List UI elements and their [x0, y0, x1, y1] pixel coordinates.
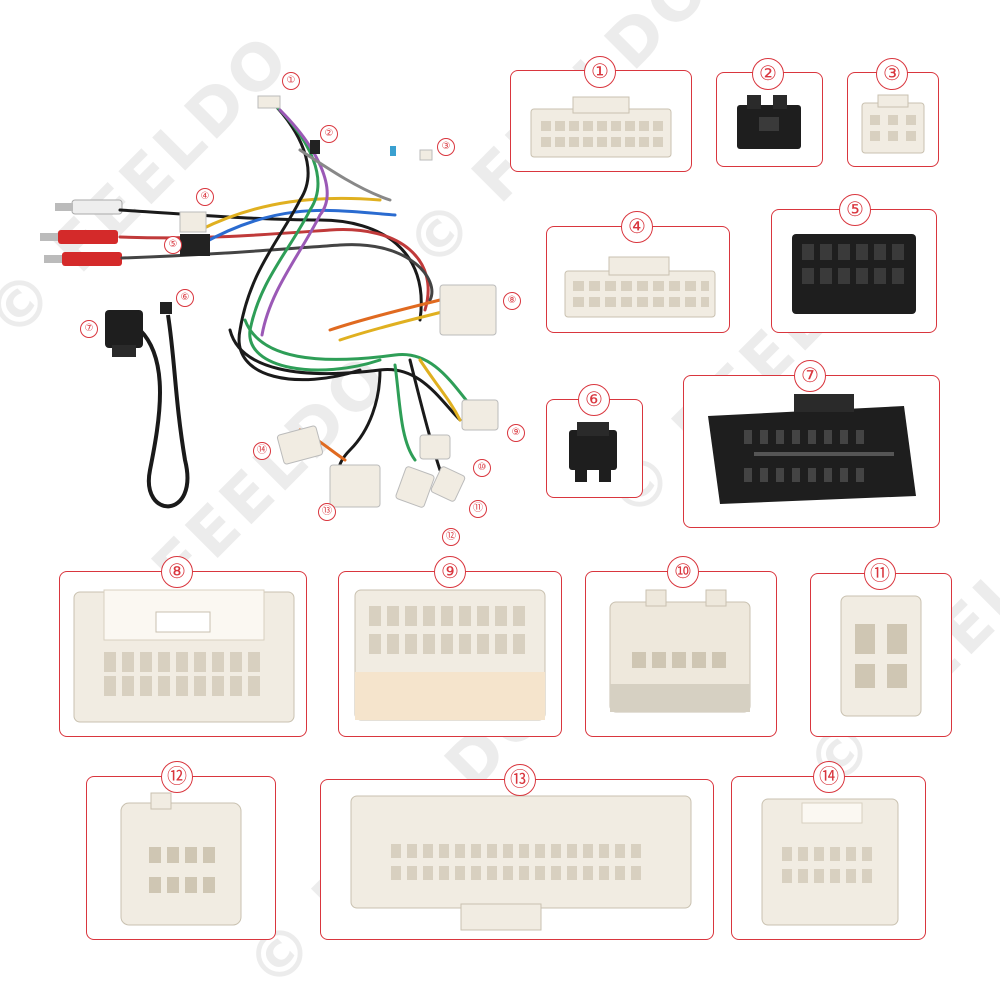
harness-label-10: ⑩ — [473, 459, 491, 477]
connector-box-7 — [683, 375, 940, 528]
connector-4-image — [564, 256, 716, 318]
connector-number-8: ⑧ — [161, 556, 193, 588]
connector-box-5 — [771, 209, 937, 333]
connector-number-3: ③ — [876, 58, 908, 90]
connector-number-2: ② — [752, 58, 784, 90]
connector-number-7: ⑦ — [794, 360, 826, 392]
harness-label-13: ⑬ — [318, 503, 336, 521]
connector-box-11 — [810, 573, 952, 737]
connector-12-image — [120, 792, 242, 926]
connector-number-5: ⑤ — [839, 194, 871, 226]
connector-box-9 — [338, 571, 562, 737]
harness-label-11: ⑪ — [469, 500, 487, 518]
connector-box-8 — [59, 571, 307, 737]
connector-5-image — [792, 234, 916, 314]
connector-13-image — [350, 795, 692, 931]
connector-number-13: ⑬ — [504, 764, 536, 796]
harness-label-5: ⑤ — [164, 236, 182, 254]
connector-3-image — [861, 94, 925, 154]
connector-8-image — [73, 589, 295, 723]
connector-number-9: ⑨ — [434, 556, 466, 588]
connector-box-13 — [320, 779, 714, 940]
connector-10-image — [609, 589, 751, 713]
connector-box-1 — [510, 70, 692, 172]
connector-box-14 — [731, 776, 926, 940]
harness-label-4: ④ — [196, 188, 214, 206]
connector-7-image — [708, 394, 916, 504]
connector-number-14: ⑭ — [813, 761, 845, 793]
harness-label-3: ③ — [437, 138, 455, 156]
connector-6-image — [569, 422, 617, 482]
connector-box-12 — [86, 776, 276, 940]
connector-box-4 — [546, 226, 730, 333]
connector-1-image — [530, 96, 672, 158]
connector-number-6: ⑥ — [578, 384, 610, 416]
connector-number-4: ④ — [621, 211, 653, 243]
harness-label-6: ⑥ — [176, 289, 194, 307]
connector-11-image — [840, 595, 922, 717]
harness-label-7: ⑦ — [80, 320, 98, 338]
harness-label-8: ⑧ — [503, 292, 521, 310]
connector-number-12: ⑫ — [161, 761, 193, 793]
connector-number-11: ⑪ — [864, 558, 896, 590]
harness-label-14: ⑭ — [253, 442, 271, 460]
harness-label-12: ⑫ — [442, 528, 460, 546]
connector-box-10 — [585, 571, 777, 737]
harness-label-2: ② — [320, 125, 338, 143]
connector-9-image — [354, 589, 546, 721]
connector-number-10: ⑩ — [667, 556, 699, 588]
harness-label-1: ① — [282, 72, 300, 90]
connector-14-image — [761, 798, 899, 926]
connector-2-image — [737, 95, 801, 149]
harness-label-9: ⑨ — [507, 424, 525, 442]
connector-number-1: ① — [584, 56, 616, 88]
